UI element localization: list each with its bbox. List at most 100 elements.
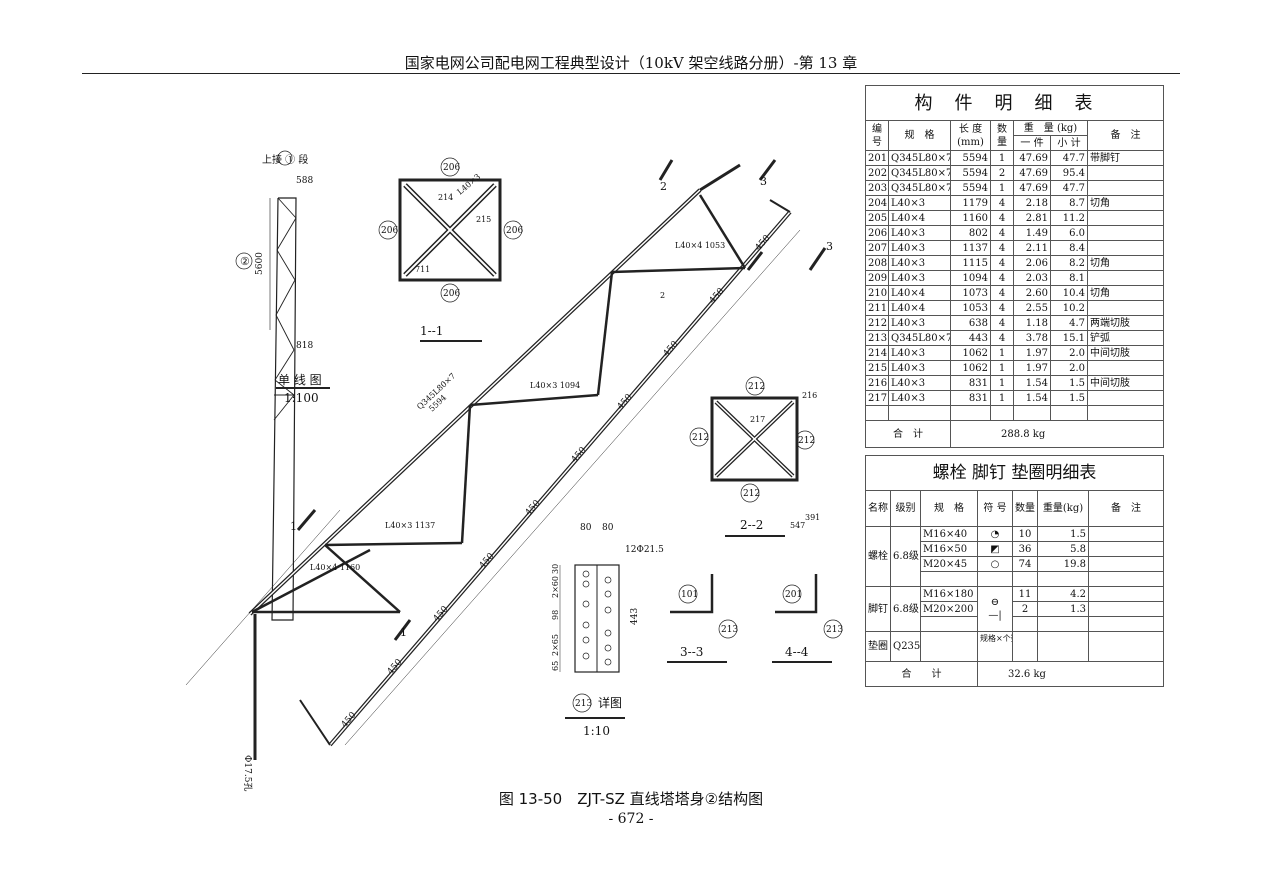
table-cell: 638 (950, 315, 991, 331)
table-cell: 8.4 (1050, 240, 1088, 256)
table-cell: 1.97 (1013, 345, 1051, 361)
table-cell (950, 405, 991, 421)
total-label: 合 计 (865, 420, 951, 448)
table-cell: 4 (990, 195, 1014, 211)
table-cell: 1094 (950, 270, 991, 286)
hole-label: Φ17.5孔 (242, 755, 253, 791)
table-cell: 1.5 (1050, 390, 1088, 406)
table-cell (1086, 225, 1165, 241)
part-label: 212 (798, 436, 815, 446)
table-cell (1086, 210, 1165, 226)
table-cell: L40×3 (888, 360, 951, 376)
cut-mark: 1 (400, 626, 407, 639)
table-cell: 47.7 (1050, 180, 1088, 196)
total-height: 5600 (255, 252, 265, 275)
part-label: 206 (443, 289, 460, 299)
table-cell (1037, 631, 1089, 662)
table-cell: 铲弧 (1086, 330, 1165, 346)
part-label: 213 (826, 625, 843, 635)
table-cell (865, 405, 889, 421)
part-label: 216 (802, 391, 817, 400)
table-cell: L40×3 (888, 390, 951, 406)
table-cell (1086, 300, 1165, 316)
cut-mark: 2 (660, 291, 665, 300)
dim-label: 2×65 (551, 634, 560, 656)
table-cell: 213 (865, 330, 889, 346)
table-cell: 4 (990, 270, 1014, 286)
col-header: 备 注 (1087, 490, 1165, 527)
table-cell (1086, 270, 1165, 286)
table-cell (1087, 541, 1165, 557)
bottom-width: 818 (296, 341, 313, 351)
section-3-3 (670, 574, 738, 639)
table-cell: 10.4 (1050, 285, 1088, 301)
section-2-2-title: 2--2 (740, 518, 763, 532)
table-cell: 4 (990, 240, 1014, 256)
table-cell (1086, 405, 1165, 421)
table-cell (920, 571, 978, 587)
table-cell: 4 (990, 315, 1014, 331)
col-header: 数量 (1012, 490, 1038, 527)
table-cell: 210 (865, 285, 889, 301)
table-cell: 1137 (950, 240, 991, 256)
part-label: 217 (750, 415, 765, 424)
bolt-symbol-icon: ○ (977, 556, 1013, 572)
table-cell (1087, 571, 1165, 587)
member-spec: L40×3 1094 (530, 381, 580, 390)
table-cell: 1.3 (1037, 601, 1089, 617)
table-cell: 47.69 (1013, 165, 1051, 181)
table-cell: 4 (990, 210, 1014, 226)
table-cell: L40×3 (888, 195, 951, 211)
total-label: 合 计 (865, 661, 978, 687)
table-cell: 47.7 (1050, 150, 1088, 166)
table-cell: 15.1 (1050, 330, 1088, 346)
table-cell: 206 (865, 225, 889, 241)
table-cell: 2 (1012, 601, 1038, 617)
table-cell (1086, 240, 1165, 256)
table-cell: 831 (950, 390, 991, 406)
table-cell: 5594 (950, 180, 991, 196)
table-cell: 3.78 (1013, 330, 1051, 346)
table-cell: 2.60 (1013, 285, 1051, 301)
table-cell: 202 (865, 165, 889, 181)
table-cell: 8.1 (1050, 270, 1088, 286)
table-cell: 2.55 (1013, 300, 1051, 316)
dim-label: 65 (551, 661, 560, 671)
table-cell: 带脚钉 (1086, 150, 1165, 166)
table-cell: L40×3 (888, 375, 951, 391)
table-cell: 5594 (950, 150, 991, 166)
table-cell: 2.06 (1013, 255, 1051, 271)
part-label: 213 (575, 699, 592, 709)
table-cell (920, 616, 978, 632)
main-truss (185, 159, 827, 760)
table-cell: Q345L80×7 (888, 165, 951, 181)
table-cell: 11.2 (1050, 210, 1088, 226)
table-cell (1086, 360, 1165, 376)
col-header: 规 格 (920, 490, 978, 527)
table-cell: 4.2 (1037, 586, 1089, 602)
part-label: 212 (692, 433, 709, 443)
part-label: 206 (443, 163, 460, 173)
table-cell: 5594 (950, 165, 991, 181)
top-connect-label: 上接 ① 段 (262, 153, 308, 166)
member-spec: L40×3 1137 (385, 521, 435, 530)
table-cell: 1115 (950, 255, 991, 271)
table-cell (1037, 571, 1089, 587)
washer-symbol: 规格×个数 (977, 631, 1013, 662)
table-cell (1012, 571, 1038, 587)
table-cell (1012, 631, 1038, 662)
table-cell: 2.11 (1013, 240, 1051, 256)
table-cell (1087, 526, 1165, 542)
table-cell: L40×4 (888, 210, 951, 226)
dim-label: 30 (551, 564, 560, 574)
col-header: 数量 (990, 120, 1014, 151)
table-cell: 1.54 (1013, 390, 1051, 406)
table-cell (1087, 556, 1165, 572)
